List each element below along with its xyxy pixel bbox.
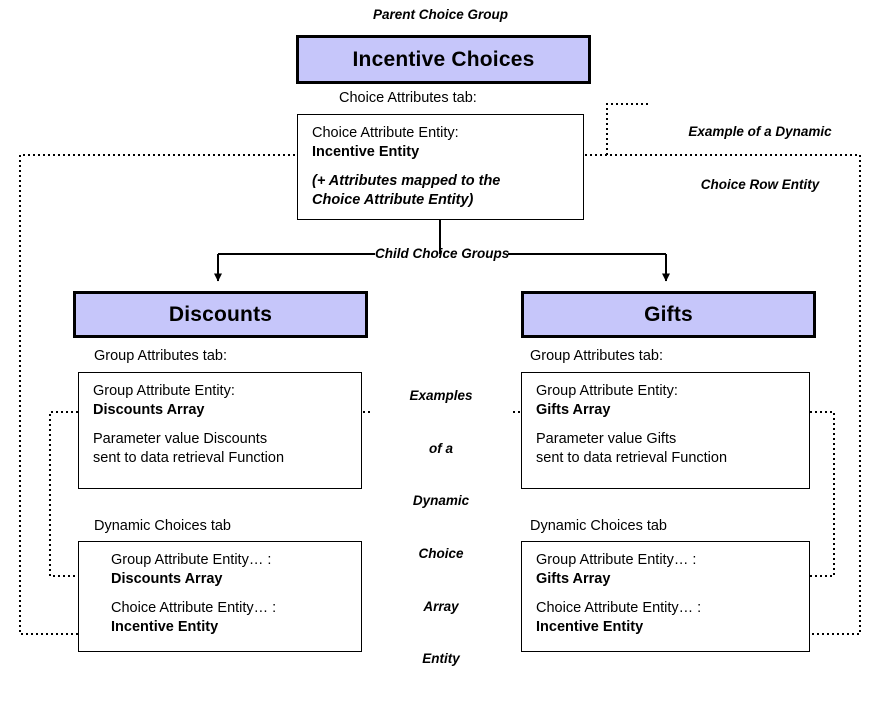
group-box-discounts[interactable]: Discounts [73,291,368,338]
note-row-entity-line2: Choice Row Entity [700,176,820,192]
discounts-dynamic-choices-tab-caption: Dynamic Choices tab [94,518,231,534]
group-box-discounts-label: Discounts [168,302,273,326]
discounts-group-attribute-entity-label: Group Attribute Entity: [93,383,235,399]
discounts-group-attributes-tab-caption: Group Attributes tab: [94,348,227,364]
note-array-entity-line5: Array [423,598,459,614]
panel-spacer [536,419,809,430]
note-array-entity-line1: Examples [409,388,473,404]
gifts-dyn-choice-attribute-value: Incentive Entity [536,618,644,635]
note-array-entity-line3: Dynamic [412,493,470,509]
gifts-parameter-value-prefix: Parameter value [536,431,647,448]
discounts-parameter-value-suffix: sent to data retrieval Function [93,449,285,466]
discounts-dyn-group-attribute-label: Group Attribute Entity… : [111,552,272,568]
discounts-parameter-value-prefix: Parameter value [93,431,204,448]
panel-spacer [93,588,361,599]
gifts-parameter-value-suffix: sent to data retrieval Function [536,449,728,466]
discounts-dyn-choice-attribute-value: Incentive Entity [111,618,219,635]
panel-discounts-group-attributes[interactable]: Group Attribute Entity: Discounts Array … [78,372,362,489]
gifts-dynamic-choices-tab-caption: Dynamic Choices tab [530,518,667,534]
gifts-dyn-group-attribute-value: Gifts Array [536,570,611,587]
choice-attribute-note-line1: (+ Attributes mapped to the [312,173,501,190]
note-dynamic-choice-array-entity: Examples of a Dynamic Choice Array Entit… [396,352,486,703]
discounts-dyn-group-attribute-value: Discounts Array [111,570,223,587]
note-array-entity-line6: Entity [422,651,460,667]
parent-choice-group-note: Parent Choice Group [372,7,509,22]
panel-discounts-dynamic-choices[interactable]: Group Attribute Entity… : Discounts Arra… [78,541,362,652]
child-choice-groups-note: Child Choice Groups [375,246,510,261]
panel-gifts-group-attributes[interactable]: Group Attribute Entity: Gifts Array Para… [521,372,810,489]
gifts-group-attribute-entity-value: Gifts Array [536,401,611,418]
parent-to-children-connector [214,220,670,282]
discounts-dyn-choice-attribute-label: Choice Attribute Entity… : [111,600,277,617]
group-box-gifts[interactable]: Gifts [521,291,816,338]
gifts-parameter-value-name: Gifts [646,431,677,448]
gifts-parameter-value-line: Parameter value Gifts [536,430,809,449]
choice-attribute-note-line2: Choice Attribute Entity) [312,191,474,208]
discounts-group-attribute-entity-value: Discounts Array [93,401,205,418]
gifts-dyn-choice-attribute-label: Choice Attribute Entity… : [536,600,702,617]
gifts-group-attribute-entity-label: Group Attribute Entity: [536,383,678,399]
panel-spacer [312,161,583,172]
choice-attributes-tab-caption: Choice Attributes tab: [339,90,477,106]
group-box-incentive-choices[interactable]: Incentive Choices [296,35,591,84]
gifts-dyn-group-attribute-label: Group Attribute Entity… : [536,552,697,568]
note-row-entity-line1: Example of a Dynamic [688,124,832,140]
panel-spacer [93,419,361,430]
choice-attribute-entity-label: Choice Attribute Entity: [312,125,459,141]
panel-spacer [536,588,809,599]
note-dynamic-choice-row-entity: Example of a Dynamic Choice Row Entity [655,88,865,228]
panel-choice-attributes[interactable]: Choice Attribute Entity: Incentive Entit… [297,114,584,220]
incentive-entity-left-link [19,154,300,635]
group-box-incentive-choices-label: Incentive Choices [352,47,535,71]
panel-gifts-dynamic-choices[interactable]: Group Attribute Entity… : Gifts Array Ch… [521,541,810,652]
diagram-canvas: Parent Choice Group Incentive Choices Ch… [19,7,865,666]
discounts-parameter-value-line: Parameter value Discounts [93,430,361,449]
gifts-group-attributes-tab-caption: Group Attributes tab: [530,348,663,364]
choice-attribute-entity-value: Incentive Entity [312,143,420,160]
group-box-gifts-label: Gifts [644,302,693,326]
note-array-entity-line4: Choice [418,546,464,562]
discounts-parameter-value-name: Discounts [203,431,268,448]
note-array-entity-line2: of a [428,440,453,456]
